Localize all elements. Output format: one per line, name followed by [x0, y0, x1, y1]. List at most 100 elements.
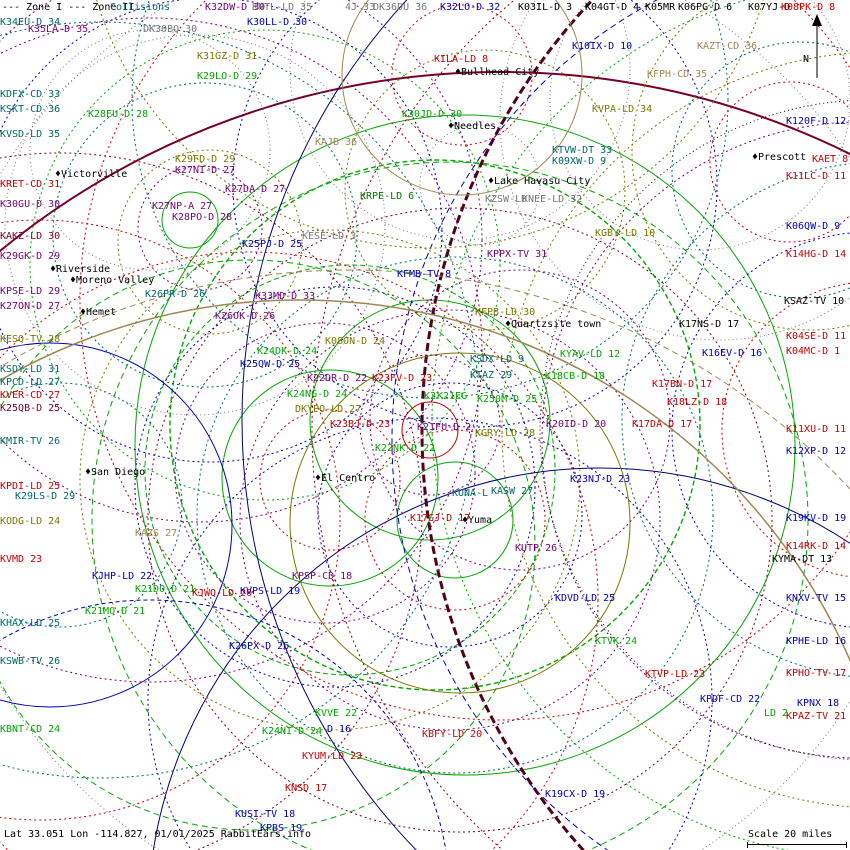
station-label: K32DW-D 30 — [205, 2, 266, 13]
coverage-contour — [0, 71, 850, 253]
station-label: K18CB-D 18 — [545, 371, 606, 382]
station-label: K04MC-D 1 — [786, 346, 841, 357]
station-label: K29GK-D 29 — [0, 251, 61, 262]
station-label: DK36DU 36 — [373, 2, 428, 13]
station-label: KTVK 24 — [595, 636, 638, 647]
coverage-contour — [0, 0, 443, 463]
coverage-contour — [0, 299, 850, 663]
coverage-contour — [344, 49, 626, 331]
station-label: K23BJ-D 23 — [330, 419, 391, 430]
station-label: KPHO-TV 17 — [786, 668, 847, 679]
coverage-contour — [79, 229, 581, 731]
coverage-contour — [0, 17, 483, 683]
coverage-contour — [0, 269, 850, 491]
coverage-contour — [4, 34, 386, 416]
footer-text: Lat 33.051 Lon -114.827, 01/01/2025 Rabb… — [4, 829, 312, 840]
coverage-contour — [117, 149, 303, 335]
city-label: ♦El Centro — [315, 473, 376, 484]
coverage-contour — [317, 382, 583, 648]
station-label: KPAZ-TV 21 — [786, 711, 847, 722]
coverage-contour — [391, 0, 659, 850]
station-label: KAJB 36 — [315, 137, 358, 148]
coverage-contour — [0, 219, 341, 821]
coverage-contour — [147, 417, 713, 850]
scale-bar — [747, 842, 847, 850]
coverage-contour — [29, 29, 271, 271]
station-label: K27DA-D 27 — [225, 184, 286, 195]
coverage-contour — [134, 114, 796, 776]
station-label: KYUM-LD 23 — [302, 751, 363, 762]
coverage-contour — [241, 0, 417, 850]
coverage-contour — [391, 4, 533, 146]
station-label: KVMD 23 — [0, 554, 43, 565]
north-arrow — [812, 14, 822, 78]
coverage-contour — [341, 0, 583, 196]
station-label: K20ID-D 20 — [546, 419, 607, 430]
coverage-contour — [420, 0, 595, 850]
station-label: KAZT-CD 36 — [697, 41, 758, 52]
station-label: K28PO-D 28 — [172, 212, 233, 223]
station-label: K25PJ-D 25 — [242, 239, 303, 250]
station-label: K26PX-D 26 — [229, 641, 290, 652]
station-label: K24NI-D 24 — [262, 726, 323, 737]
coverage-contour — [419, 124, 541, 246]
station-label: K25QB-D 25 — [0, 403, 61, 414]
station-label: K21DO-D 21 — [135, 584, 196, 595]
station-label: KSDX-LD 9 — [470, 354, 525, 365]
station-label: D 16 — [327, 724, 352, 735]
coverage-contour — [174, 322, 476, 624]
station-label: K22DR-D 22 — [307, 373, 368, 384]
station-label: KPCD-LD 27 — [0, 377, 61, 388]
station-label: KASW 27 — [491, 486, 534, 497]
coverage-contour — [196, 256, 714, 774]
station-label: K35LA-D 35 — [28, 24, 89, 35]
station-label: K19CX-D 19 — [545, 789, 606, 800]
station-label: KNXV-TV 15 — [786, 593, 847, 604]
city-label: ♦Bullhead City — [455, 67, 540, 78]
station-label: KDVD-LD 25 — [555, 593, 616, 604]
coverage-contour — [239, 309, 661, 731]
station-label: KODG-LD 24 — [0, 516, 61, 527]
coverage-contour — [671, 41, 850, 299]
station-label: KVVE 22 — [315, 708, 358, 719]
station-label: KRPE-LD 6 — [360, 191, 415, 202]
station-label: K27ON-D 27 — [0, 301, 61, 312]
station-label: KAKZ-LD 30 — [0, 231, 61, 242]
station-label: KTVW-DT 33 — [552, 145, 613, 156]
station-label: K23FV-D 23 — [372, 373, 433, 384]
coverage-contour — [0, 251, 599, 850]
city-label: ♦Moreno Valley — [70, 275, 155, 286]
station-label: KFPB-LD 30 — [475, 307, 536, 318]
station-label: KSAZ-TV 10 — [784, 296, 845, 307]
station-label: K10IX-D 10 — [572, 41, 633, 52]
coverage-contour — [539, 100, 850, 760]
station-label: K12XP-D 12 — [786, 446, 847, 457]
station-label: KBFY-LD 20 — [422, 729, 483, 740]
city-label: ♦Quartzsite town — [505, 319, 602, 330]
legend-zones: --- Zone I --- Zone II — [2, 2, 135, 13]
station-label: KSKT-CD 36 — [0, 104, 61, 115]
city-label: ♦Hemet — [80, 307, 117, 318]
station-label: K2 — [424, 391, 437, 402]
station-label: K34EU-D 34 — [0, 17, 61, 28]
station-label: K21FU-D 2 — [417, 422, 472, 433]
coverage-contour — [709, 81, 850, 243]
station-label: KPDI-LD 25 — [0, 481, 61, 492]
coverage-contour — [147, 207, 773, 833]
station-label: KJHP-LD 22 — [92, 571, 153, 582]
coverage-contour — [29, 29, 501, 501]
coverage-contour — [369, 269, 671, 571]
coverage-contour — [289, 0, 631, 241]
coverage-contour — [0, 152, 423, 850]
station-label: KPHE-LD 16 — [786, 636, 847, 647]
city-label: ♦Yuma — [462, 515, 493, 526]
station-label: K30JD-D 30 — [402, 109, 463, 120]
scale-label: Scale 20 miles — [748, 829, 833, 840]
station-label: K05MR — [645, 2, 676, 13]
station-label: K14HG-D 14 — [786, 249, 847, 260]
coverage-contour — [259, 409, 401, 551]
station-label: KZSW-LD — [485, 194, 528, 205]
station-label: KGRY-LD 28 — [475, 428, 536, 439]
